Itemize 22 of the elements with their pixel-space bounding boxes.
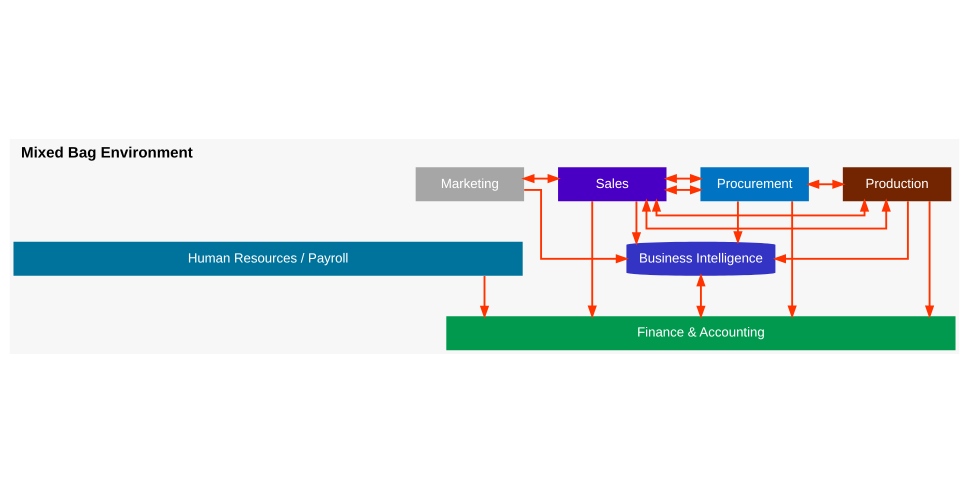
arrow xyxy=(632,202,642,246)
arrow xyxy=(696,273,706,319)
arrow xyxy=(652,198,870,216)
arrow xyxy=(480,276,490,319)
node-box: Finance & Accounting xyxy=(446,316,956,350)
arrow xyxy=(642,198,891,230)
arrow xyxy=(924,201,934,319)
arrow xyxy=(788,201,797,319)
node-box: Sales xyxy=(558,167,666,202)
arrow xyxy=(521,174,561,184)
arrow xyxy=(664,185,704,195)
arrow xyxy=(733,202,743,244)
node-box: Procurement xyxy=(700,167,809,202)
arrow xyxy=(588,201,597,319)
node-box: Production xyxy=(842,167,952,202)
arrow xyxy=(664,174,704,184)
node-box: Marketing xyxy=(416,167,524,202)
arrow xyxy=(524,188,629,264)
diagram-title: Mixed Bag Environment xyxy=(21,144,193,162)
arrow xyxy=(772,202,909,264)
node-box: Human Resources / Payroll xyxy=(13,242,523,276)
arrow xyxy=(806,180,846,189)
